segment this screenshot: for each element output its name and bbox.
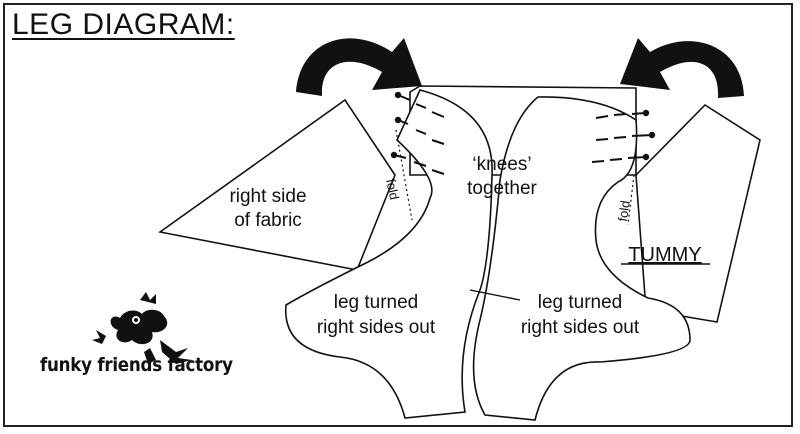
label-fold-right: fold xyxy=(615,200,633,223)
label-fabric-line2: of fabric xyxy=(234,210,302,231)
right-fold-line xyxy=(627,174,635,226)
label-leg-right-line1: leg turned xyxy=(538,292,623,313)
pin-head xyxy=(390,151,398,159)
left-curved-arrow xyxy=(296,38,422,96)
pin-head xyxy=(642,153,650,161)
pin-head xyxy=(394,116,402,124)
diagram-title: LEG DIAGRAM: xyxy=(12,8,235,41)
label-leg-left-line1: leg turned xyxy=(334,292,419,313)
diagram-border xyxy=(3,3,793,427)
label-fold-left: fold xyxy=(383,178,402,202)
frog-logo-icon xyxy=(92,292,192,364)
right-curved-arrow xyxy=(620,38,744,98)
pin-head xyxy=(648,131,656,139)
pin-head xyxy=(642,109,650,117)
label-knees-line1: ‘knees’ xyxy=(472,154,531,175)
left-fold-line xyxy=(395,129,413,221)
left-pins xyxy=(393,94,445,175)
label-knees-line2: together xyxy=(467,178,537,199)
right-leg-piece xyxy=(472,96,691,421)
label-tummy: TUMMY xyxy=(628,244,701,266)
label-leg-left-line2: right sides out xyxy=(317,317,436,338)
label-fabric-line1: right side xyxy=(229,186,306,207)
label-leg-right-line2: right sides out xyxy=(521,317,640,338)
leg-join-line xyxy=(469,289,521,301)
tummy-piece xyxy=(635,103,761,323)
brand-name: funky friends factory xyxy=(40,354,233,376)
pin-head xyxy=(394,91,402,99)
left-fabric-piece xyxy=(158,98,396,271)
